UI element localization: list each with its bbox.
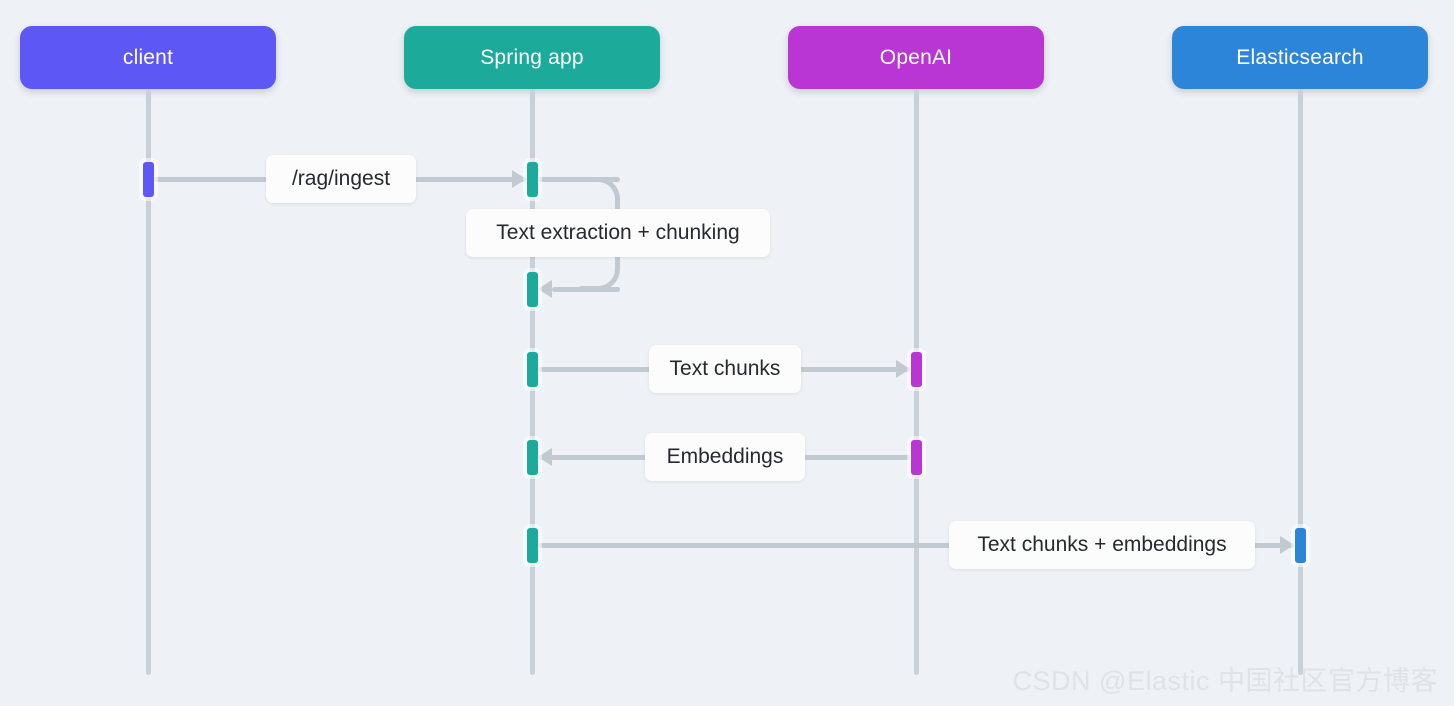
activation-bar-openai <box>911 440 922 475</box>
message-label-rag-ingest: /rag/ingest <box>266 155 416 203</box>
message-line-text-chunks-embeddings <box>538 543 1294 548</box>
activation-bar-spring-app <box>527 440 538 475</box>
message-label-text-chunks: Text chunks <box>649 345 801 393</box>
participant-client-label: client <box>122 45 174 69</box>
message-label-text-chunks-embeddings: Text chunks + embeddings <box>949 521 1255 569</box>
message-label-embeddings: Embeddings <box>645 433 805 481</box>
participant-client[interactable]: client <box>20 26 276 89</box>
participant-openai-label: OpenAI <box>879 45 953 69</box>
arrow-head-embeddings <box>538 448 552 466</box>
message-label-text-extraction-chunking: Text extraction + chunking <box>466 209 770 257</box>
lifeline-elasticsearch <box>1298 89 1303 675</box>
activation-bar-spring-app <box>527 352 538 387</box>
activation-bar-spring-app <box>527 528 538 563</box>
arrow-head-text-chunks <box>896 360 910 378</box>
activation-bar-spring-app <box>527 162 538 197</box>
activation-bar-openai <box>911 352 922 387</box>
message-line-self-loop-out <box>538 177 620 182</box>
arrow-head-text-extraction-chunking <box>538 280 552 298</box>
watermark-text: CSDN @Elastic 中国社区官方博客 <box>1012 666 1438 696</box>
arrow-head-rag-ingest <box>512 170 526 188</box>
activation-bar-spring-app <box>527 272 538 307</box>
message-line-self-loop-back <box>552 287 620 292</box>
participant-spring-app[interactable]: Spring app <box>404 26 660 89</box>
participant-elasticsearch[interactable]: Elasticsearch <box>1172 26 1428 89</box>
participant-openai[interactable]: OpenAI <box>788 26 1044 89</box>
lifeline-client <box>146 89 151 675</box>
participant-elasticsearch-label: Elasticsearch <box>1236 45 1364 69</box>
activation-bar-client <box>143 162 154 197</box>
activation-bar-elasticsearch <box>1295 528 1306 563</box>
arrow-head-text-chunks-embeddings <box>1280 536 1294 554</box>
participant-spring-app-label: Spring app <box>480 45 584 69</box>
